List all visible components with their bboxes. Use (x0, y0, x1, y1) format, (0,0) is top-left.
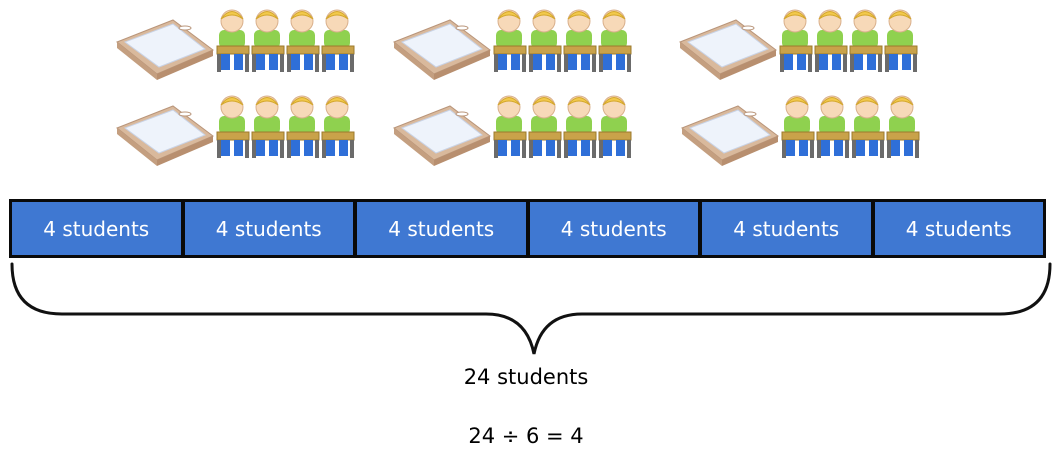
student-at-desk-icon (528, 9, 562, 72)
tape-segment: 4 students (702, 202, 871, 255)
student-at-desk-icon (886, 95, 920, 158)
student-at-desk-icon (563, 95, 597, 158)
division-equation: 24 ÷ 6 = 4 (468, 424, 584, 448)
picture-group (681, 95, 920, 166)
tape-segment: 4 students (184, 202, 353, 255)
student-at-desk-icon (321, 9, 355, 72)
tray-icon (393, 105, 491, 166)
student-at-desk-icon (816, 95, 850, 158)
student-at-desk-icon (779, 9, 813, 72)
tray-icon (679, 19, 777, 80)
tray-icon (681, 105, 779, 166)
picture-group (679, 9, 918, 80)
tray-icon (116, 19, 214, 80)
curly-brace-icon (10, 262, 1052, 355)
student-at-desk-icon (493, 95, 527, 158)
tray-icon (116, 105, 214, 166)
tape-segment: 4 students (12, 202, 181, 255)
student-at-desk-icon (528, 95, 562, 158)
student-at-desk-icon (849, 9, 883, 72)
student-at-desk-icon (814, 9, 848, 72)
picture-group (393, 9, 632, 80)
tape-diagram: 4 students 4 students 4 students 4 stude… (9, 199, 1046, 258)
student-at-desk-icon (781, 95, 815, 158)
picture-group (116, 95, 355, 166)
tape-segment: 4 students (874, 202, 1043, 255)
student-at-desk-icon (563, 9, 597, 72)
total-label: 24 students (463, 365, 589, 389)
student-at-desk-icon (286, 95, 320, 158)
student-at-desk-icon (598, 95, 632, 158)
student-at-desk-icon (884, 9, 918, 72)
student-at-desk-icon (493, 9, 527, 72)
tray-icon (393, 19, 491, 80)
student-at-desk-icon (251, 95, 285, 158)
picture-group (393, 95, 632, 166)
student-at-desk-icon (598, 9, 632, 72)
tape-segment: 4 students (357, 202, 526, 255)
student-at-desk-icon (286, 9, 320, 72)
student-at-desk-icon (216, 9, 250, 72)
picture-group (116, 9, 355, 80)
student-at-desk-icon (321, 95, 355, 158)
student-at-desk-icon (251, 9, 285, 72)
tape-segment: 4 students (529, 202, 698, 255)
student-at-desk-icon (851, 95, 885, 158)
student-at-desk-icon (216, 95, 250, 158)
